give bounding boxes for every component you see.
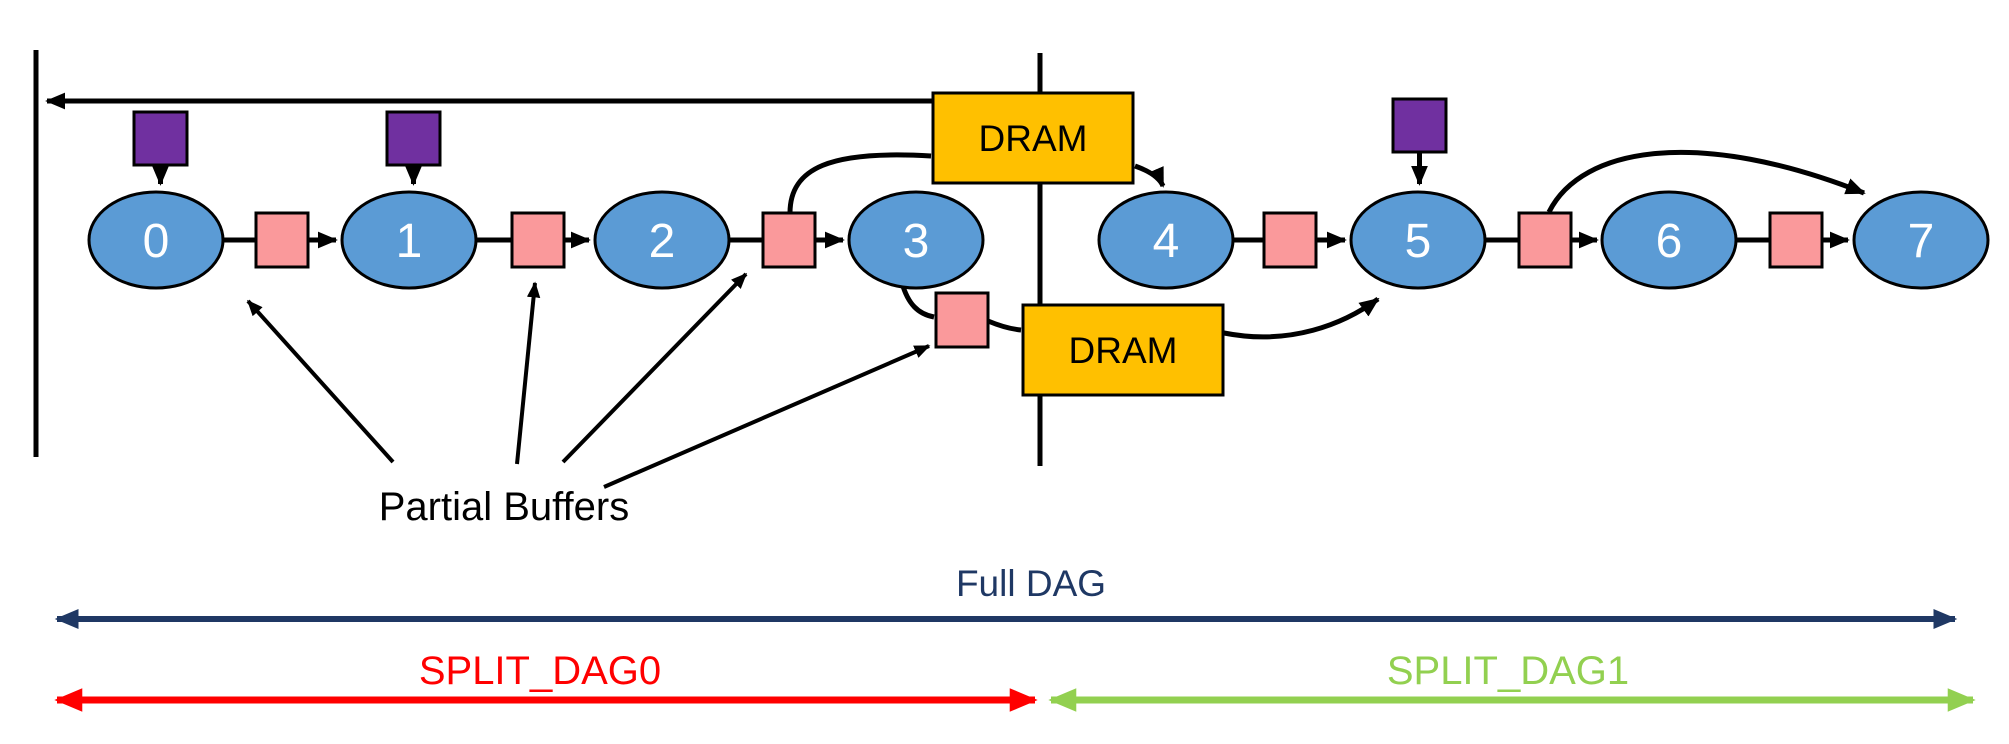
partial-buffers-annotation-arrow [246,299,395,464]
dram-to-node4-arrow [1134,163,1166,188]
dram-label: DRAM [1069,330,1178,371]
input-square [385,110,442,167]
buffer-to-dram2-curve [987,318,1022,333]
dag-node-ellipse [340,190,478,290]
input-square [1391,97,1448,154]
input-square [132,110,189,167]
dag-node-ellipse [593,190,731,290]
partial-buffer-square [510,211,566,269]
dag-node-ellipse [1600,190,1738,290]
partial-buffer-square [1262,211,1318,269]
dag-node-label: 6 [1656,215,1683,268]
split-dag1-label: SPLIT_DAG1 [1387,649,1629,693]
dag-node-ellipse [87,190,225,290]
partial-buffers-annotation-arrow [603,344,931,489]
split-dag0-label: SPLIT_DAG0 [419,649,661,693]
dag-node-label: 7 [1908,215,1935,268]
dag-node-ellipse [1097,190,1235,290]
dram2-to-node5-arrow [1223,296,1380,340]
dram-box [931,91,1135,185]
partial-buffer-square [761,211,817,269]
dag-node-ellipse [1852,190,1990,290]
dag-node-ellipse [1349,190,1487,290]
partial-buffers-annotation-arrow [515,281,541,465]
dram-label: DRAM [979,118,1088,159]
dag-node-label: 3 [903,215,930,268]
partial-buffers-annotation-arrow [561,272,748,464]
dag-node-label: 1 [396,215,423,268]
dag-node-ellipse [847,190,985,290]
partial-buffer-square [1768,211,1824,269]
buffer-to-node7-skip-arrow [1546,149,1866,214]
full-dag-label: Full DAG [956,563,1106,604]
dag-node-label: 2 [649,215,676,268]
dag-node-label: 4 [1153,215,1180,268]
partial-buffers-label: Partial Buffers [379,485,630,529]
dag-node-label: 5 [1405,215,1432,268]
dag-node-label: 0 [143,215,170,268]
dram-box [1021,303,1225,397]
partial-buffer-square [1517,211,1573,269]
partial-buffer-square [934,291,990,349]
buffer-to-dram-curve [787,152,932,214]
partial-buffer-square [254,211,310,269]
